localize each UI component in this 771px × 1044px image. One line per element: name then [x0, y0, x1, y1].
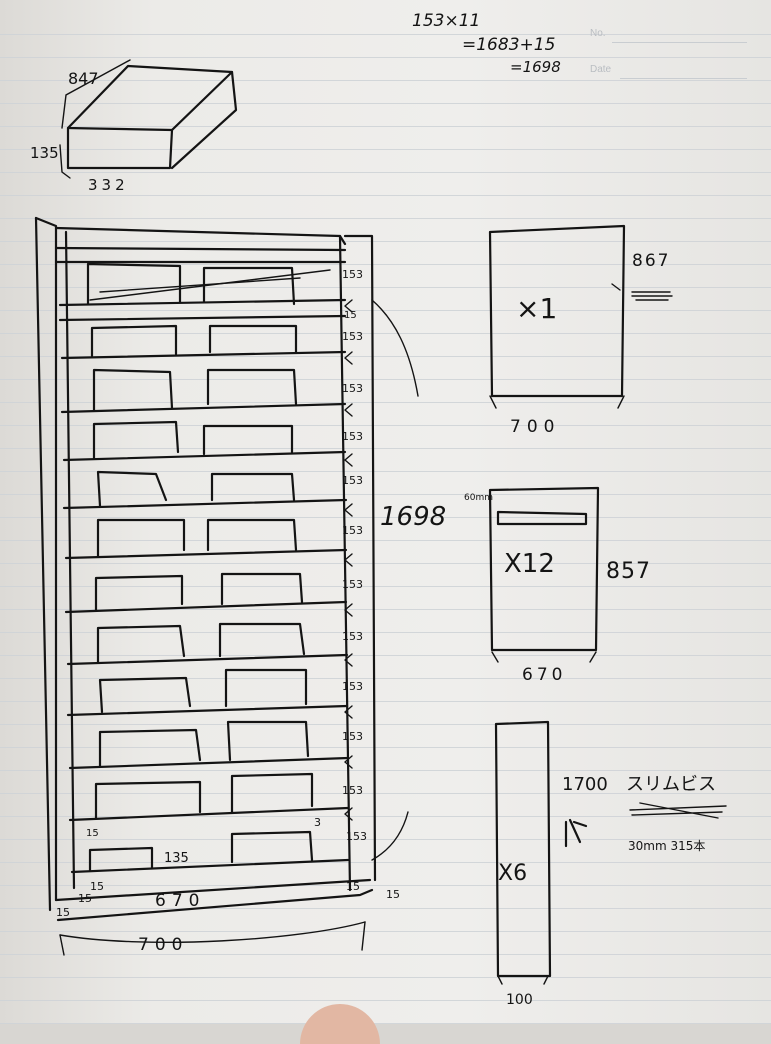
bottom-right-15b: 15 [386, 888, 400, 901]
drawer-height-label: 135 [164, 851, 189, 866]
side-board-qty: X6 [498, 861, 527, 886]
pitch-label: 153 [342, 578, 363, 591]
side-board-length: 1700 [562, 774, 608, 795]
drawer-boxes [86, 262, 314, 872]
box-sketch: 847 135 332 [30, 59, 238, 194]
pitch-label: 153 [342, 784, 363, 797]
shelf-board-qty: X12 [504, 549, 555, 579]
pitch-label: 153 [342, 524, 363, 537]
pitch-label: 153 [342, 430, 363, 443]
pitch-labels: 153 153 153 153 153 153 153 153 153 153 … [86, 268, 367, 843]
shelf-board-note: 60mm [464, 493, 493, 503]
top-panel-height: 867 [632, 251, 670, 271]
part-side-board: X6 1700 100 スリムビス 30mm 315本 [494, 720, 727, 1008]
pitch-label: 153 [342, 330, 363, 343]
calc-line-3: =1698 [510, 58, 561, 76]
pitch-label: 153 [342, 680, 363, 693]
shelf-frame [34, 216, 377, 922]
box-depth-label: 847 [68, 69, 99, 88]
total-height-label: 1698 [380, 502, 446, 532]
inner-width-label: 670 [155, 891, 205, 911]
box-width-label: 332 [88, 176, 129, 194]
bottom-left-15: 15 [56, 906, 70, 919]
side-board-width: 100 [506, 992, 533, 1008]
outer-width-label: 700 [138, 935, 188, 955]
pitch-label: 153 [342, 474, 363, 487]
screw-spec: 30mm 315本 [628, 839, 705, 853]
shelf-boards [58, 298, 350, 874]
shelf-board-width: 670 [522, 665, 566, 685]
small-3-label: 3 [314, 816, 321, 829]
spacer-label: 15 [86, 828, 99, 839]
calc-line-2: =1683+15 [462, 35, 555, 55]
pitch-label: 153 [342, 268, 363, 281]
pitch-label: 153 [342, 630, 363, 643]
box-height-label: 135 [30, 144, 59, 162]
part-shelf-board: X12 857 670 60mm [464, 486, 651, 685]
no-line [612, 42, 747, 43]
shelf-board-height: 857 [606, 559, 651, 584]
pitch-label: 153 [342, 730, 363, 743]
dimension-arrows [59, 299, 419, 956]
bottom-right-15a: 15 [346, 880, 360, 893]
pitch-label: 153 [346, 830, 367, 843]
no-label: No. [590, 28, 606, 39]
spacer-label: 15 [344, 310, 357, 321]
inner-left-15b: 15 [78, 892, 92, 905]
part-top-panel: ×1 867 700 [488, 224, 673, 437]
date-label: Date [590, 64, 612, 75]
pitch-label: 153 [342, 382, 363, 395]
top-panel-qty: ×1 [516, 292, 557, 325]
top-panel-width: 700 [510, 417, 560, 437]
date-line [620, 78, 747, 79]
inner-left-15a: 15 [90, 880, 104, 893]
screw-name: スリムビス [626, 774, 716, 795]
calc-line-1: 153×11 [412, 11, 480, 31]
